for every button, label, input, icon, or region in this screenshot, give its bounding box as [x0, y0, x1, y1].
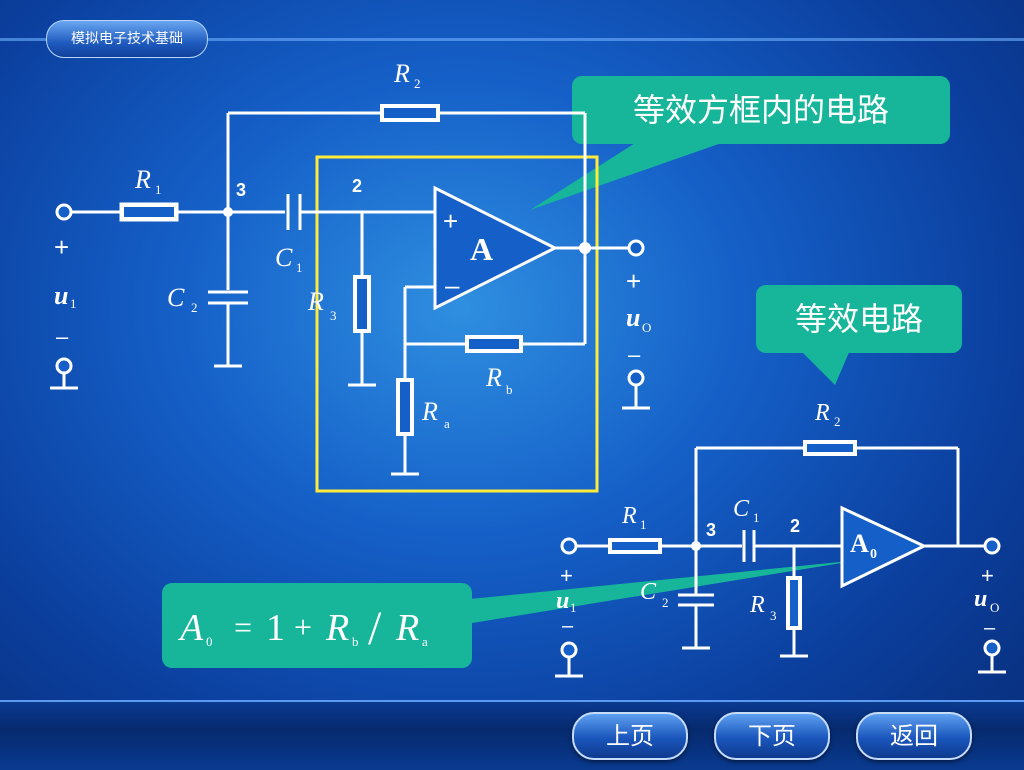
svg-text:2: 2 [834, 414, 841, 429]
c1-c2-label: C [167, 283, 185, 312]
svg-text:R: R [395, 607, 419, 649]
c1-out-minus: – [628, 342, 641, 367]
svg-text:b: b [352, 634, 359, 649]
svg-text:1: 1 [296, 260, 303, 275]
callout-equiv-text: 等效电路 [794, 300, 923, 338]
svg-text:1: 1 [155, 182, 162, 197]
svg-text:a: a [422, 634, 428, 649]
c1-c1-label: C [275, 243, 293, 272]
c1-out-plus: + [626, 266, 641, 296]
c1-amp-label: A [470, 231, 493, 267]
svg-text:1: 1 [570, 600, 577, 615]
c2-c2-label: C [640, 579, 657, 605]
callout-pointer-1 [530, 140, 730, 210]
c2-amp-label: A [850, 529, 869, 558]
c2-out-plus: + [981, 563, 994, 588]
c2-output-terminal [983, 537, 1001, 555]
c2-amp [840, 505, 928, 589]
svg-text:O: O [642, 320, 651, 335]
c1-r2-label: R [393, 59, 410, 88]
c2-uo-label: u [974, 586, 987, 612]
callout-box-label: 等效方框内的电路 [572, 76, 950, 144]
c1-uo-label: u [626, 303, 640, 332]
c2-in-plus: + [560, 563, 573, 588]
svg-text:2: 2 [414, 76, 421, 91]
formula-box [162, 583, 472, 668]
c2-node3-label: 3 [706, 520, 716, 540]
equivalent-box [315, 155, 599, 493]
c1-u1-label: u [54, 281, 68, 310]
c2-node2-label: 2 [790, 516, 800, 536]
svg-text:1: 1 [266, 607, 285, 649]
svg-text:3: 3 [330, 308, 337, 323]
c1-output-terminal [627, 239, 645, 257]
c2-r3-label: R [749, 592, 765, 618]
return-button[interactable]: 返回 [856, 712, 972, 760]
c1-r3-label: R [307, 287, 324, 316]
svg-text:b: b [506, 382, 513, 397]
next-page-button[interactable]: 下页 [714, 712, 830, 760]
course-title: 模拟电子技术基础 [46, 20, 208, 58]
svg-text:/: / [368, 602, 382, 655]
header-line [0, 38, 1024, 41]
formula-pointer [460, 560, 860, 625]
svg-text:+: + [294, 609, 312, 645]
svg-text:1: 1 [70, 296, 77, 311]
c1-rb-label: R [485, 363, 502, 392]
c1-ra-label: R [421, 397, 438, 426]
c1-opamp [433, 185, 559, 311]
c2-u1-label: u [556, 588, 569, 614]
c1-node3-label: 3 [236, 180, 246, 200]
callout-box-text: 等效方框内的电路 [632, 91, 889, 129]
svg-text:O: O [990, 600, 999, 615]
prev-page-button[interactable]: 上页 [572, 712, 688, 760]
svg-text:2: 2 [191, 300, 198, 315]
c1-minus-input: – [445, 270, 460, 300]
c2-out-minus: – [984, 617, 996, 639]
c1-in-plus: + [54, 232, 69, 262]
gain-formula: A 0 = 1 + R b / R a [177, 602, 428, 655]
c1-in-minus: – [56, 324, 69, 349]
c2-c1-label: C [733, 496, 750, 522]
c2-in-minus: – [562, 615, 574, 637]
svg-text:0: 0 [206, 634, 213, 649]
callout-equiv-label: 等效电路 [756, 285, 962, 353]
svg-text:R: R [325, 607, 349, 649]
svg-text:2: 2 [662, 595, 669, 610]
svg-text:a: a [444, 416, 450, 431]
svg-text:1: 1 [640, 517, 647, 532]
callout-pointer-2 [800, 350, 850, 385]
bottom-nav-bar [0, 700, 1024, 770]
c1-r1-label: R [134, 165, 151, 194]
c2-input-terminal [560, 537, 578, 555]
svg-text:0: 0 [870, 547, 877, 562]
c1-plus-input: + [443, 206, 458, 236]
svg-text:1: 1 [753, 510, 760, 525]
c2-r2-label: R [814, 400, 830, 426]
c2-r1-label: R [621, 503, 637, 529]
c1-node2-label: 2 [352, 176, 362, 196]
svg-text:=: = [234, 609, 252, 645]
svg-text:A: A [177, 607, 204, 649]
svg-text:3: 3 [770, 608, 777, 623]
c1-input-terminal [55, 203, 73, 221]
